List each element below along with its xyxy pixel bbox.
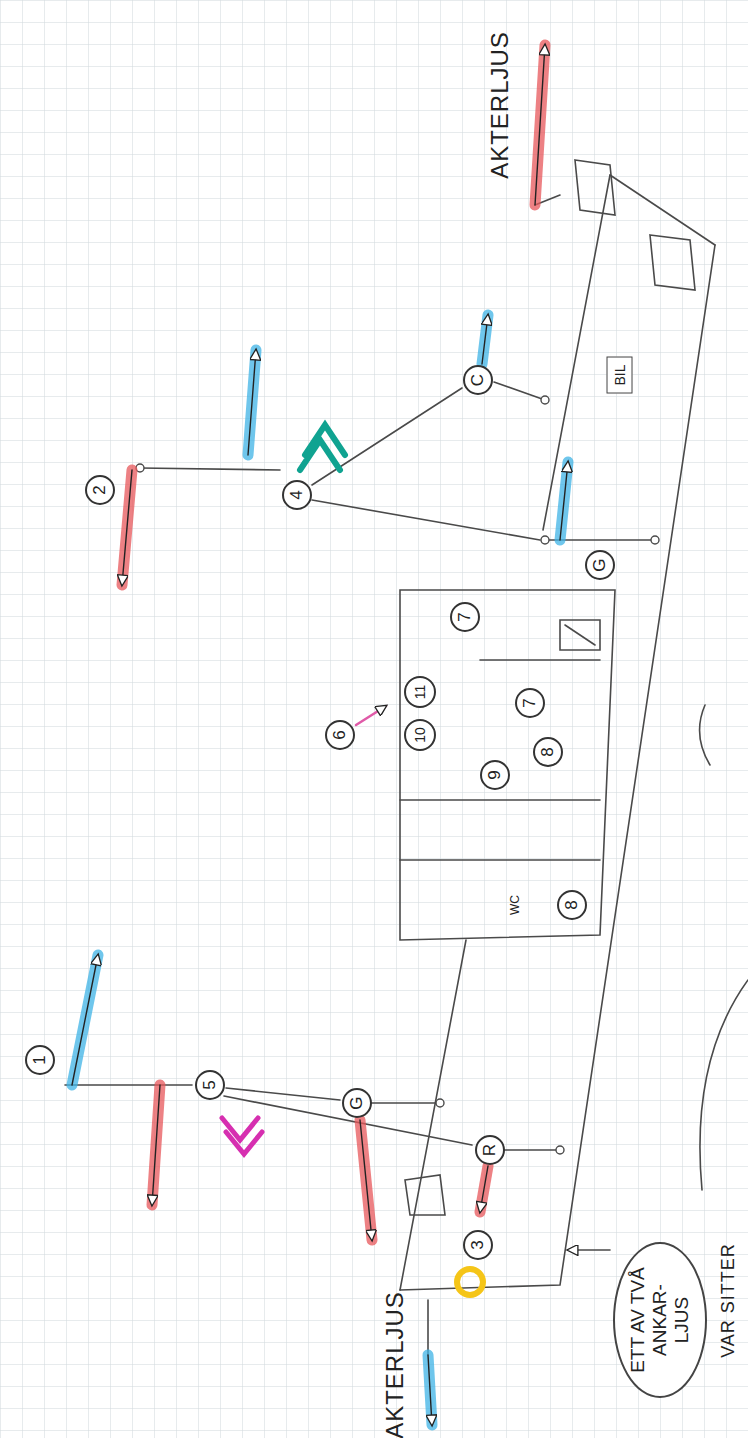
deckhouse-step xyxy=(480,659,600,661)
label-text: WC xyxy=(508,895,522,915)
red-light xyxy=(152,1085,160,1205)
light-arrow xyxy=(560,462,568,540)
mast xyxy=(504,1149,560,1151)
light-arrow xyxy=(480,1166,488,1212)
callout-number: 9 xyxy=(480,760,510,790)
blue-light xyxy=(560,462,568,540)
callout-number: R xyxy=(475,1135,505,1165)
light-post xyxy=(427,1300,429,1355)
deck-box xyxy=(650,235,695,290)
mast xyxy=(371,1102,440,1104)
note-oval: ETT AV TVÅ ANKAR- LJUS xyxy=(613,1242,707,1398)
pointer-arrow xyxy=(568,1249,610,1251)
callout-number: C xyxy=(463,365,493,395)
sketch-arc xyxy=(700,705,710,765)
deck-box xyxy=(405,1175,445,1215)
callout-number: 11 xyxy=(404,676,436,708)
blue-light xyxy=(248,350,256,455)
teal-chevrons xyxy=(300,425,345,470)
callout-number: 3 xyxy=(463,1230,493,1260)
red-light xyxy=(360,1120,372,1240)
joint-dot xyxy=(436,1099,444,1107)
callout-number: 7 xyxy=(515,688,545,718)
light-arrow xyxy=(122,470,132,585)
hatch xyxy=(560,620,600,650)
label-text: VAR SITTER xyxy=(718,1243,739,1358)
callout-number: 2 xyxy=(85,475,115,505)
sketch-arc xyxy=(700,980,748,1190)
blue-light xyxy=(428,1355,432,1425)
red-light xyxy=(535,45,545,205)
car-box: BIL xyxy=(607,356,633,393)
deck-box xyxy=(575,160,615,215)
bow-line xyxy=(610,175,715,245)
joint-dot xyxy=(556,1146,564,1154)
joint-dot xyxy=(651,536,659,544)
joint-dot xyxy=(541,396,549,404)
hull-line xyxy=(400,245,715,1290)
joint-dot xyxy=(541,536,549,544)
callout-number: 7 xyxy=(450,602,480,632)
deckhouse-step xyxy=(400,799,600,801)
callout-number: 8 xyxy=(557,890,587,920)
magenta-chevrons xyxy=(222,1118,262,1154)
callout-number: G xyxy=(585,550,615,580)
light-arrow xyxy=(72,955,98,1085)
red-light xyxy=(480,1166,488,1212)
callout-number: 10 xyxy=(404,719,436,751)
red-light xyxy=(122,470,132,585)
callout-number: 5 xyxy=(195,1070,225,1100)
light-arrow xyxy=(152,1085,160,1205)
callout-number: 8 xyxy=(533,737,563,767)
deckhouse-step xyxy=(400,859,600,861)
label-text: AKTERLJUS xyxy=(381,1291,409,1438)
deckhouse xyxy=(400,590,615,940)
label-text: AKTERLJUS xyxy=(486,31,514,179)
stay xyxy=(312,500,540,540)
magenta-arrow xyxy=(356,706,386,725)
mast xyxy=(65,1084,192,1086)
light-arrow xyxy=(428,1355,432,1425)
blue-light xyxy=(72,955,98,1085)
deck-line xyxy=(400,940,466,1290)
light-arrow xyxy=(248,350,256,455)
light-arrow xyxy=(482,315,488,364)
blue-light xyxy=(482,315,488,364)
yellow-ring xyxy=(457,1269,483,1295)
callout-number: 1 xyxy=(25,1045,55,1075)
light-arrow xyxy=(535,45,545,205)
stay xyxy=(226,1088,340,1100)
node-text: BIL xyxy=(612,364,628,385)
node-text: ETT AV TVÅ ANKAR- LJUS xyxy=(627,1260,693,1380)
light-arrow xyxy=(360,1120,372,1240)
callout-number: G xyxy=(342,1088,372,1118)
callout-number: 4 xyxy=(282,480,312,510)
deck-line xyxy=(543,175,610,530)
mast xyxy=(494,382,545,400)
mast xyxy=(140,468,280,470)
callout-number: 6 xyxy=(325,720,355,750)
